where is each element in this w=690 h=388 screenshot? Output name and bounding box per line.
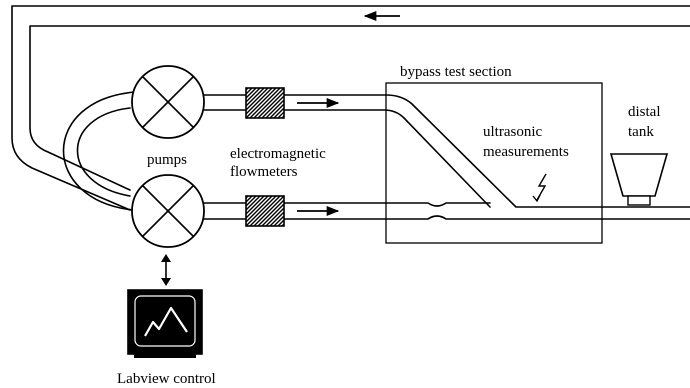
distal-tank xyxy=(609,153,669,206)
lower-main-pipe xyxy=(283,202,690,220)
bypass-test-section-label: bypass test section xyxy=(400,64,512,80)
ultrasonic-signal-icon xyxy=(536,173,547,201)
pump-connector-pipe xyxy=(62,91,136,211)
upper-pump xyxy=(131,65,205,139)
pumps-label: pumps xyxy=(147,152,187,168)
distal-label: distal xyxy=(628,104,661,120)
monitor-icon xyxy=(127,289,203,358)
ultrasonic-label: ultrasonic xyxy=(483,124,542,140)
measurements-label: measurements xyxy=(483,144,569,160)
lower-inlet-pipe xyxy=(203,202,247,220)
bypass-test-section-box xyxy=(385,82,603,244)
lower-flowmeter xyxy=(245,195,285,227)
flowmeters-label: flowmeters xyxy=(230,164,298,180)
return-pipe xyxy=(11,5,690,211)
control-link-arrow xyxy=(161,254,171,286)
tank-label: tank xyxy=(628,124,654,140)
upper-flowmeter xyxy=(245,87,285,119)
upper-inlet-pipe xyxy=(203,94,247,111)
labview-control-label: Labview control xyxy=(117,371,216,387)
lower-pump xyxy=(131,174,205,248)
electromagnetic-label: electromagnetic xyxy=(230,146,326,162)
upper-bypass-pipe xyxy=(283,94,690,208)
